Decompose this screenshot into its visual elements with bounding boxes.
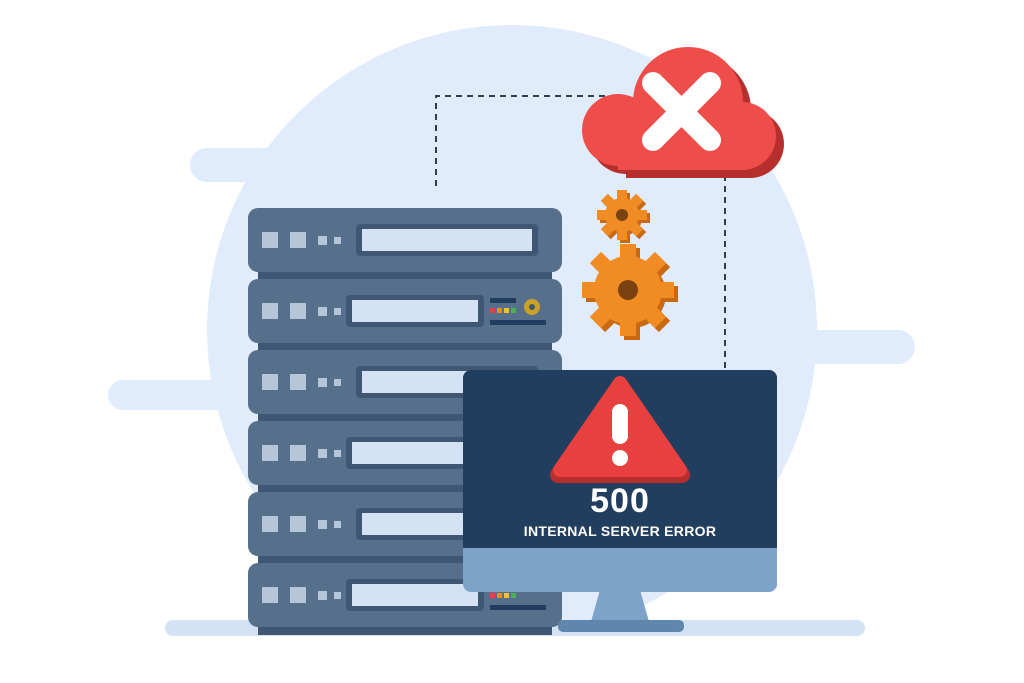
server-unit [248, 279, 562, 343]
error-message: INTERNAL SERVER ERROR [523, 523, 717, 539]
gear-icon [597, 190, 650, 243]
gear-icon [582, 244, 678, 340]
server-rack-icon [248, 208, 562, 635]
cloud-error-icon [582, 47, 784, 178]
error-code: 500 [590, 482, 650, 520]
warning-triangle-icon [550, 376, 690, 483]
monitor-icon [463, 370, 777, 632]
server-unit [248, 208, 562, 272]
network-connector-lines [435, 95, 726, 370]
close-icon [642, 72, 721, 151]
